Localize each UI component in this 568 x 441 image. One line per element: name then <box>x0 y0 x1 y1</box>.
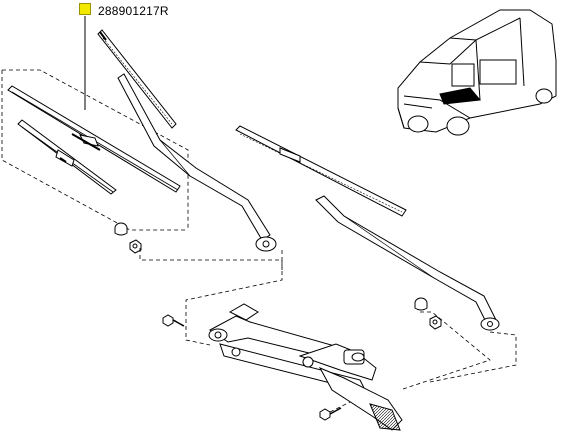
blade-set-dashed-frame <box>2 70 188 230</box>
wiper-blade-lower-icon[interactable] <box>18 120 116 194</box>
cap-right-icon[interactable] <box>415 298 427 310</box>
wiper-blade-set-icon[interactable] <box>8 86 180 194</box>
nut-left-icon[interactable] <box>130 240 141 253</box>
part-number-label[interactable]: 288901217R <box>98 4 169 18</box>
cap-left-icon[interactable] <box>115 223 127 235</box>
wiper-blade-left-icon[interactable] <box>98 30 176 128</box>
wiper-arm-left-icon[interactable] <box>118 74 276 251</box>
wiper-linkage-motor-icon[interactable] <box>209 304 402 430</box>
wiper-arm-right-icon[interactable] <box>316 196 499 330</box>
van-vehicle-icon <box>398 10 556 135</box>
assembly-dashed-leaders <box>140 248 516 412</box>
nut-right-icon[interactable] <box>430 316 441 329</box>
bolt-left-icon[interactable] <box>163 315 184 326</box>
callout-marker <box>79 3 91 15</box>
wiper-blade-upper-icon[interactable] <box>8 86 180 192</box>
bolt-bottom-icon[interactable] <box>320 408 341 420</box>
wiper-blade-right-icon[interactable] <box>236 126 406 216</box>
